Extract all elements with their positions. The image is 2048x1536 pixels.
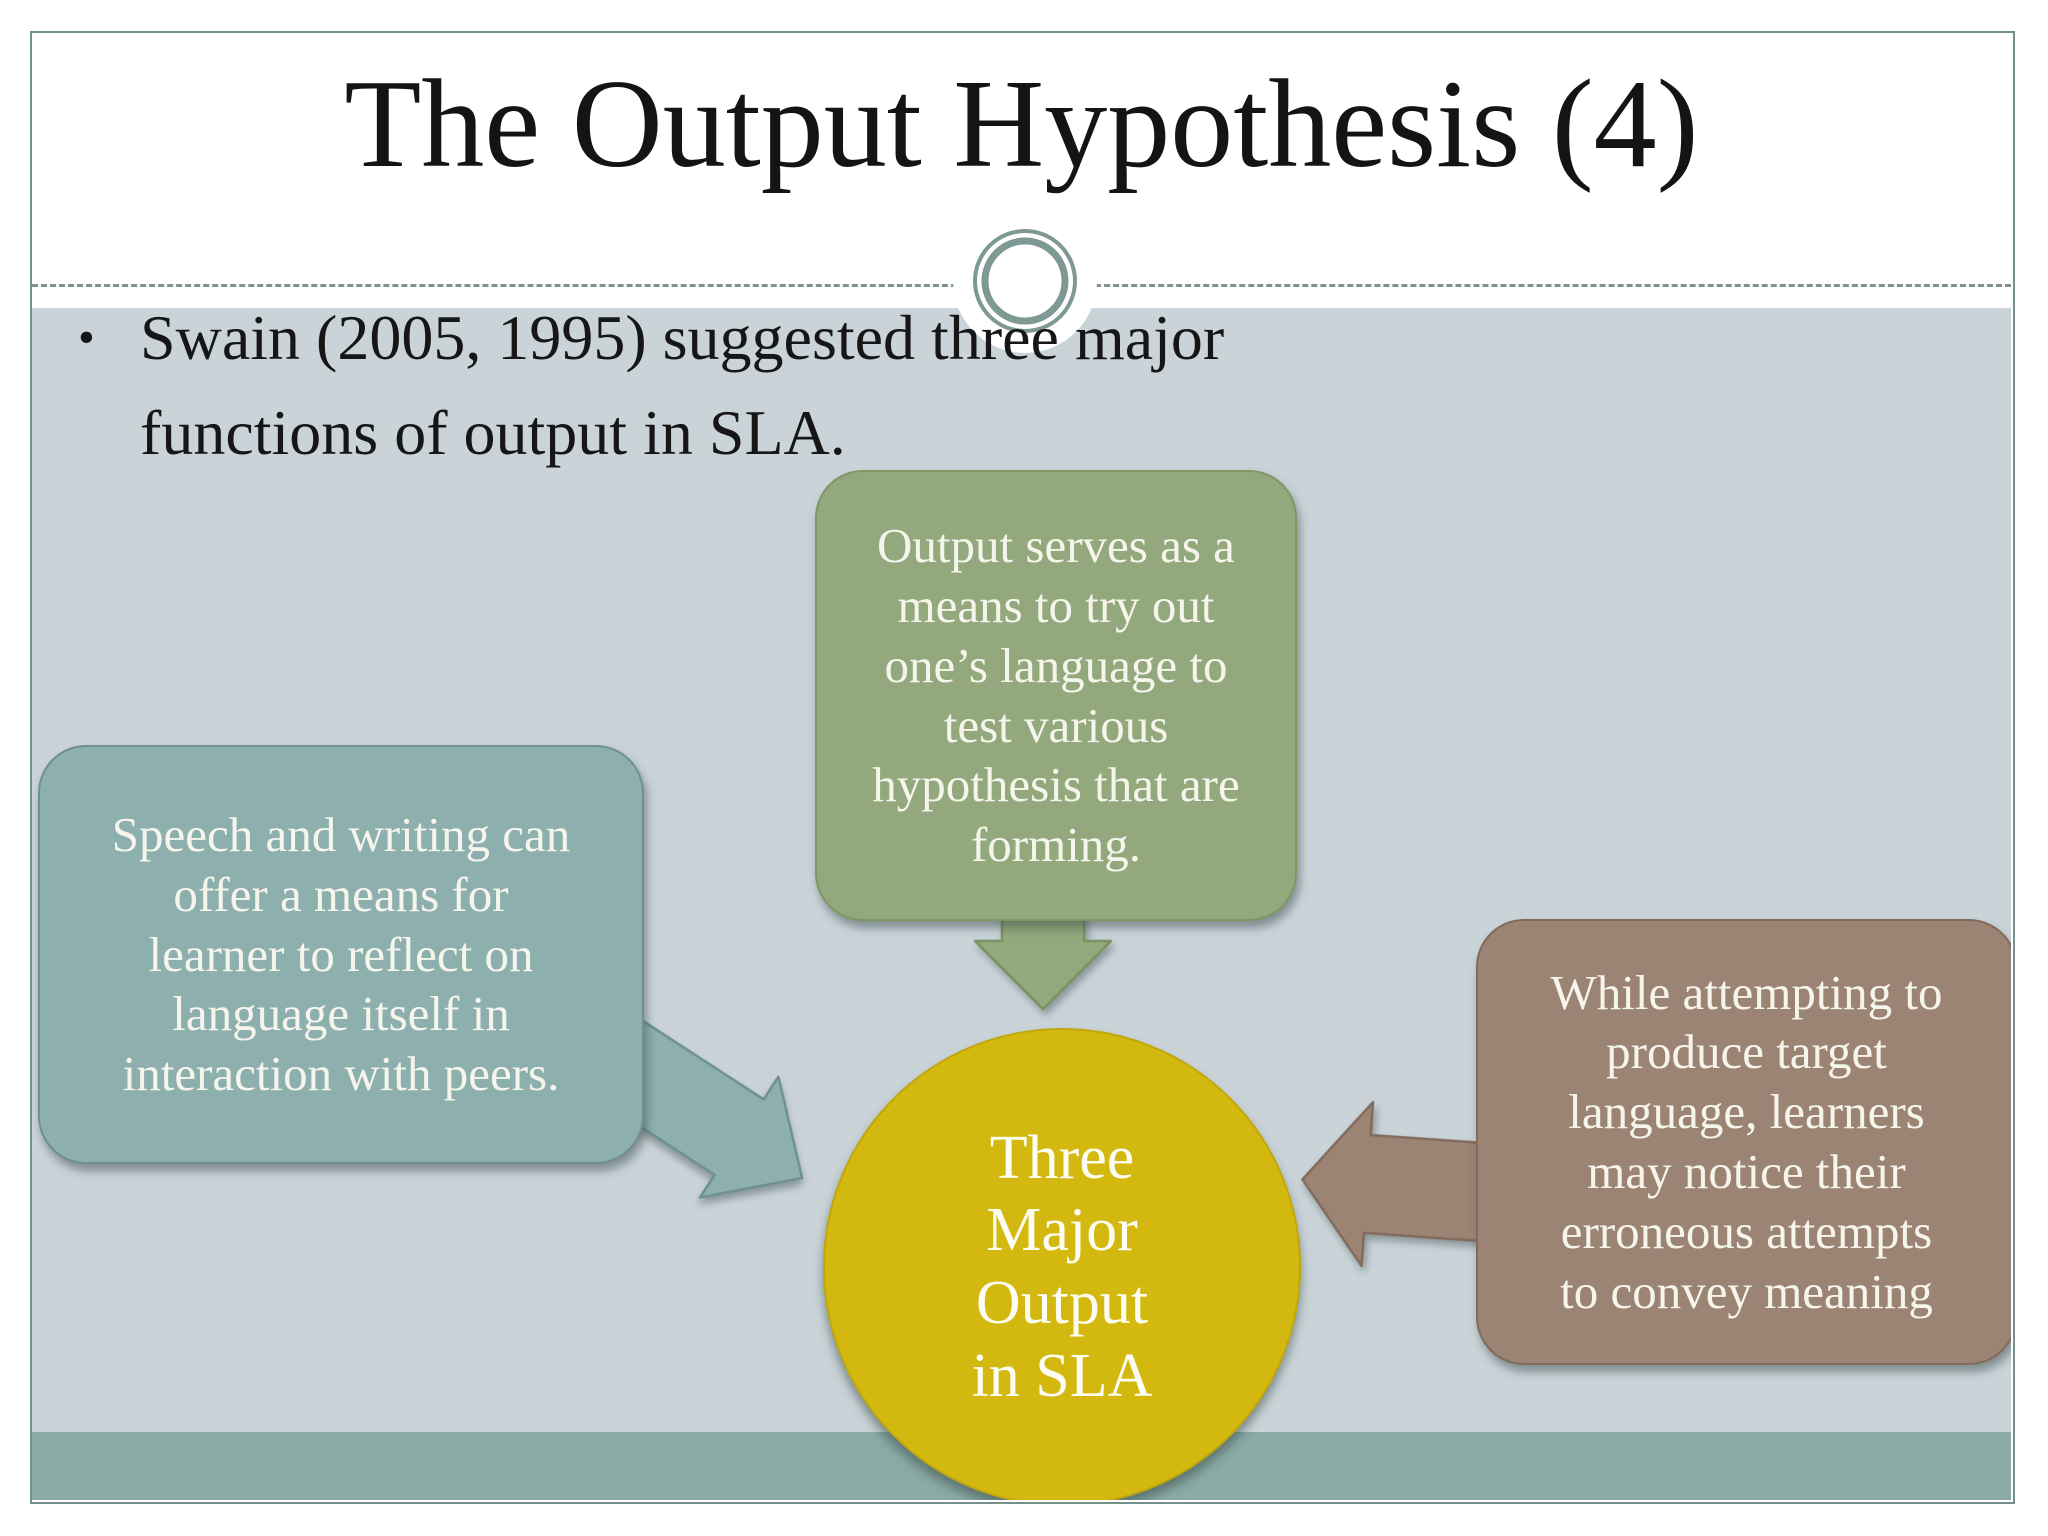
left-arrow-icon bbox=[1301, 1100, 1487, 1268]
slide-frame: The Output Hypothesis (4) • Swain (2005,… bbox=[30, 31, 2015, 1504]
callout-top-text: Output serves as a means to try out one’… bbox=[872, 518, 1240, 873]
center-circle: Three Major Output in SLA bbox=[823, 1028, 1301, 1500]
callout-right-brown: While attempting to produce target langu… bbox=[1476, 919, 2011, 1365]
bullet-marker: • bbox=[78, 311, 95, 364]
page-title: The Output Hypothesis (4) bbox=[344, 55, 1699, 194]
slide-content-area: The Output Hypothesis (4) • Swain (2005,… bbox=[32, 33, 2011, 1500]
bullet-text: Swain (2005, 1995) suggested three major… bbox=[140, 302, 1225, 468]
center-circle-text: Three Major Output in SLA bbox=[971, 1123, 1153, 1410]
double-ring-ornament-icon bbox=[945, 201, 1105, 361]
callout-top-green: Output serves as a means to try out one’… bbox=[815, 470, 1297, 921]
bullet-item: • Swain (2005, 1995) suggested three maj… bbox=[78, 291, 1598, 480]
callout-left-teal: Speech and writing can offer a means for… bbox=[38, 745, 644, 1164]
callout-left-text: Speech and writing can offer a means for… bbox=[111, 807, 571, 1102]
callout-right-text: While attempting to produce target langu… bbox=[1550, 964, 1943, 1319]
